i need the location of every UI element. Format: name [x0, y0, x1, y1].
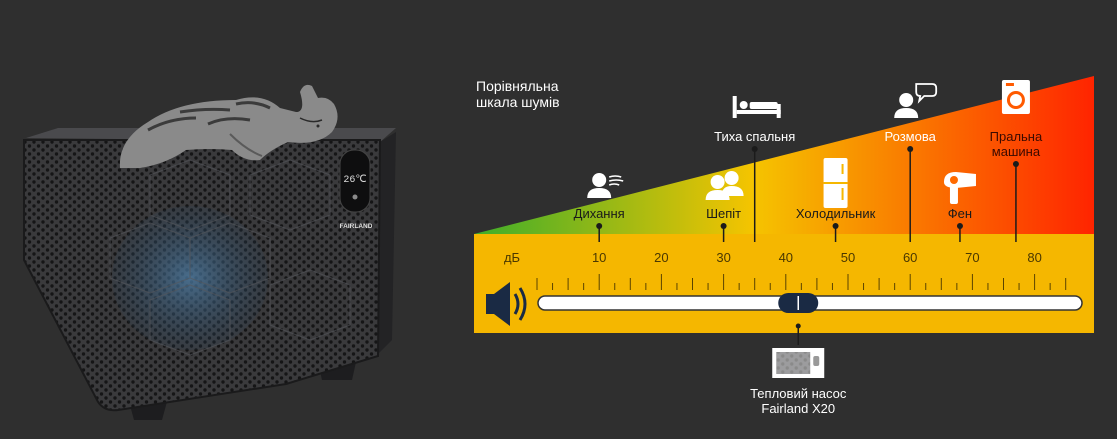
bed-icon	[732, 96, 781, 118]
brand-logo: FAIRLAND	[340, 223, 373, 230]
scale-title-line-2: шкала шумів	[476, 94, 560, 110]
control-panel	[339, 149, 371, 213]
marker-fridge: Холодильник	[796, 158, 876, 242]
marker-label: Пральна	[990, 129, 1043, 144]
fridge-icon	[823, 158, 848, 208]
heat-pump-side	[376, 132, 396, 356]
marker-label: Фен	[948, 206, 972, 221]
marker-whisper: Шепіт	[705, 171, 744, 242]
talking-person-icon	[894, 83, 938, 118]
breathing-person-icon	[587, 173, 624, 198]
marker-dryer: Фен	[943, 172, 976, 242]
unit-label: дБ	[504, 250, 520, 265]
heat-pump-illustration: 26℃ FAIRLAND	[23, 84, 396, 420]
scale-band	[474, 234, 1094, 333]
tick-label: 50	[841, 250, 855, 265]
marker-dot	[1012, 161, 1019, 167]
tick-label: 60	[903, 250, 917, 265]
display-temperature: 26℃	[343, 175, 366, 186]
ruler: 10 20 30 40 50 60 70 80	[536, 250, 1067, 290]
marker-breathing: Дихання	[574, 173, 625, 242]
marker-dot	[596, 223, 603, 229]
tick-label: 40	[779, 250, 793, 265]
noise-ramp	[474, 76, 1094, 234]
whispering-people-icon	[705, 171, 744, 200]
marker-label: Дихання	[574, 206, 625, 221]
marker-label: Розмова	[885, 129, 937, 144]
product-label: Fairland X20	[761, 401, 835, 416]
marker-label: машина	[992, 144, 1041, 159]
scale-title-line-1: Порівняльна	[476, 78, 559, 94]
speaker-icon	[486, 282, 527, 326]
heat-pump-icon	[772, 348, 825, 378]
hex-pattern	[109, 159, 351, 356]
tick-label: 80	[1027, 250, 1041, 265]
marker-label: Тиха спальня	[714, 129, 795, 144]
tick-label: 10	[592, 250, 606, 265]
tick-label: 20	[654, 250, 668, 265]
marker-label: Холодильник	[796, 206, 876, 221]
scale-title: Порівняльна шкала шумів	[476, 78, 562, 110]
display-dot	[352, 194, 358, 200]
marker-dot	[720, 223, 727, 229]
marker-dot	[907, 146, 914, 152]
marker-dot	[832, 223, 839, 229]
tick-label: 30	[716, 250, 730, 265]
marker-dot	[956, 223, 963, 229]
tick-label: 70	[965, 250, 979, 265]
sleeping-cat	[119, 84, 338, 168]
product-label: Тепловий насос	[750, 386, 847, 401]
marker-label: Шепіт	[706, 206, 741, 221]
hair-dryer-icon	[943, 172, 976, 204]
marker-talk: Розмова	[885, 83, 938, 242]
washing-machine-icon	[1001, 80, 1030, 114]
marker-bedroom: Тиха спальня	[714, 96, 795, 242]
marker-dot	[751, 146, 758, 152]
